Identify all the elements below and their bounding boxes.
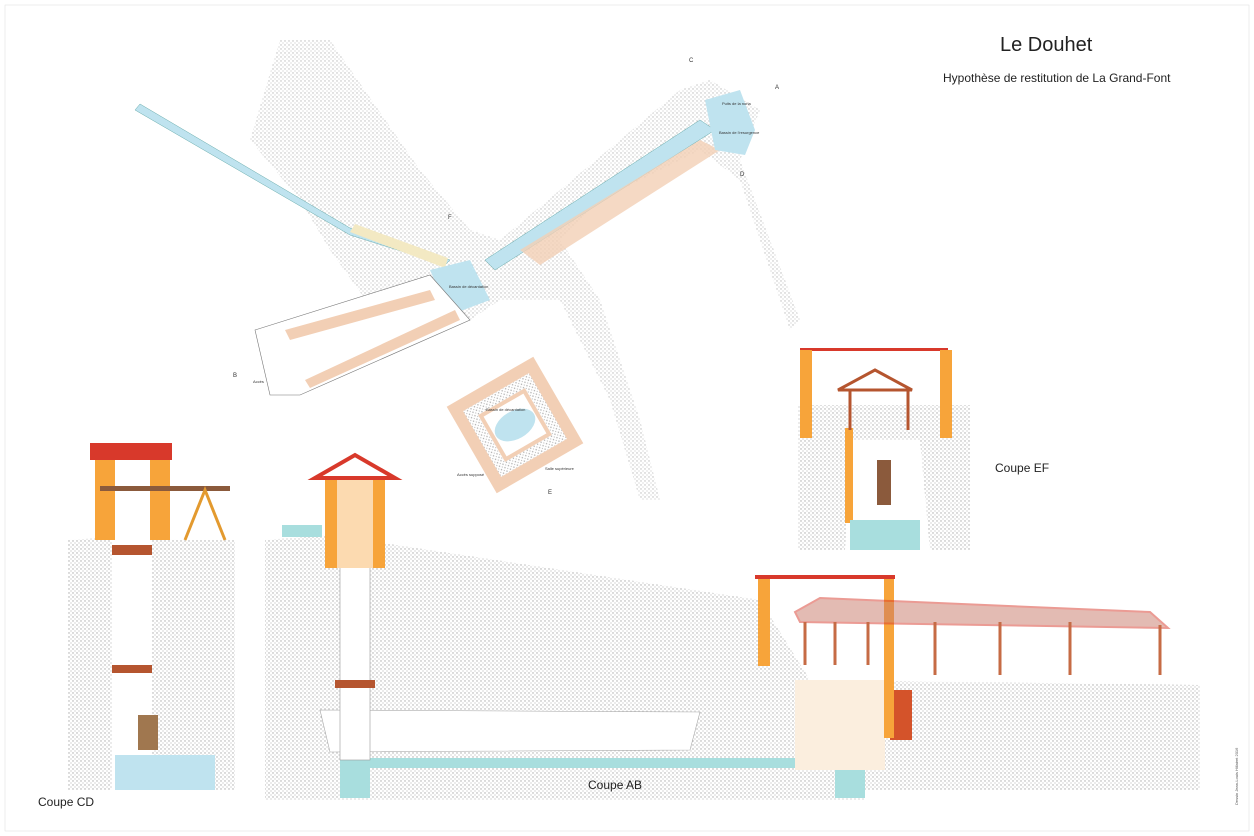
label-bassin-resurgence: Bassin de l'resurgence	[719, 130, 760, 135]
label-coupe-cd: Coupe CD	[38, 795, 95, 809]
sheet-border	[4, 4, 1250, 832]
upper-room-plan	[446, 356, 584, 494]
label-coupe-ab: Coupe AB	[588, 778, 643, 792]
drawing-subtitle: Hypothèse de restitution de La Grand-Fon…	[943, 71, 1171, 85]
channel-bank	[350, 224, 448, 268]
section-ab	[265, 452, 1200, 800]
aqueduct-channel	[134, 103, 451, 266]
svg-text:D: D	[740, 172, 745, 178]
section-ef	[798, 348, 970, 550]
svg-text:E: E	[548, 490, 552, 496]
plan-view	[134, 40, 800, 500]
section-cd	[68, 443, 235, 790]
svg-text:C: C	[689, 58, 694, 64]
room-walls	[285, 290, 460, 388]
upper-masonry	[520, 140, 720, 265]
basin-resurgence	[705, 90, 755, 155]
svg-text:F: F	[448, 215, 452, 221]
label-acces: Accès	[253, 379, 264, 384]
label-coupe-ef: Coupe EF	[995, 461, 1050, 475]
label-salle-superieure: Salle supérieure	[545, 466, 574, 471]
svg-text:B: B	[233, 373, 237, 379]
credit: Dessin Jean-Louis Hillairet 2016	[1234, 747, 1239, 805]
svg-text:A: A	[775, 85, 779, 91]
label-bassin-decantation-plan: Bassin de décantation	[449, 284, 489, 289]
upper-channel	[484, 119, 716, 271]
label-acces-suppose: Accès supposé	[457, 472, 485, 477]
drawing-title: Le Douhet	[1000, 34, 1093, 56]
section-markers: C A D F B E	[233, 58, 779, 496]
label-bassin-decantation-room: Bassin de décantation	[486, 407, 526, 412]
label-puits: Puits de la noria	[722, 101, 751, 106]
